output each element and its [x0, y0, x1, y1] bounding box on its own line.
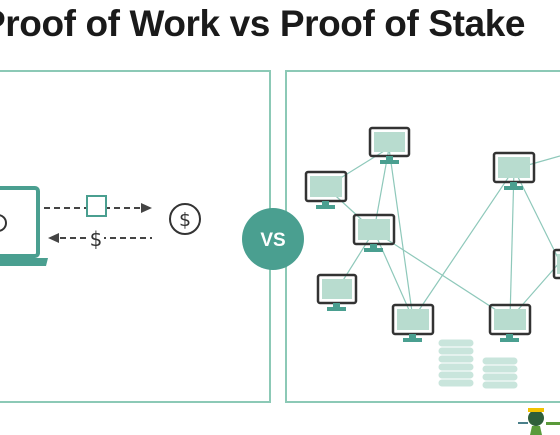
receive-arrow	[48, 233, 152, 243]
send-arrow	[44, 203, 152, 213]
monitor-icon	[492, 151, 536, 190]
monitor-icon	[304, 170, 348, 209]
document-icon	[86, 195, 107, 217]
monitor-icon	[488, 303, 532, 342]
coin-symbol: $	[179, 209, 191, 231]
monitor-icon	[391, 303, 435, 342]
coin-stack-icon	[481, 356, 519, 390]
vs-label: VS	[260, 230, 285, 251]
coin-icon	[169, 203, 201, 235]
mascot-logo-icon	[518, 408, 560, 435]
monitor-icon	[552, 248, 560, 280]
proof-of-stake-panel	[285, 70, 560, 403]
laptop-icon	[0, 186, 48, 266]
vs-badge	[242, 208, 304, 270]
page-title: Proof of Work vs Proof of Stake	[0, 3, 526, 44]
monitor-icon	[352, 213, 396, 252]
dollar-icon: $	[90, 227, 103, 251]
proof-of-work-panel	[0, 70, 271, 403]
monitor-icon	[368, 126, 411, 164]
coin-stack-icon	[437, 338, 475, 388]
title-banner: Proof of Work vs Proof of Stake	[0, 0, 560, 48]
monitor-icon	[316, 273, 358, 311]
